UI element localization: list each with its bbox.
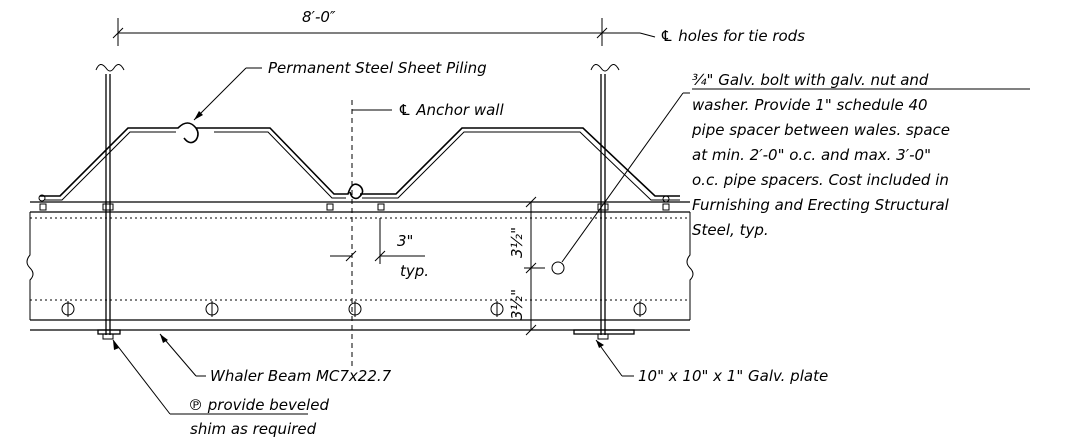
bolt-note-line-5: o.c. pipe spacers. Cost included in: [692, 171, 949, 189]
bolt-note-line-1: ¾" Galv. bolt with galv. nut and: [692, 71, 929, 89]
overall-dimension-label: 8′-0″: [302, 8, 336, 26]
bolt-callout: ¾" Galv. bolt with galv. nut and washer.…: [551, 71, 1030, 275]
bearing-plates: [97, 329, 635, 340]
anchor-wall-centerline: ℄ Anchor wall: [351, 100, 504, 370]
beam-flange-dotted-lines: [30, 217, 690, 301]
shim-callout: ℗ provide beveled shim as required: [112, 339, 329, 438]
shim-label-line-2: shim as required: [190, 420, 317, 438]
upper-beam-bolts: [39, 203, 670, 211]
sheet-piling-label: Permanent Steel Sheet Piling: [268, 59, 487, 77]
tie-rod-left: [95, 64, 125, 335]
upper-spacing-dimension: 3½": [508, 227, 526, 258]
tie-rod-right: [590, 64, 620, 335]
offset-dimension-suffix: typ.: [400, 262, 429, 280]
shim-label-line-1: ℗ provide beveled: [188, 396, 329, 414]
sheet-piling: [38, 122, 680, 203]
whaler-beam-callout: Whaler Beam MC7x22.7: [159, 333, 392, 385]
tie-rod-centerline-label: ℄ holes for tie rods: [660, 27, 805, 45]
offset-dimension: 3" typ.: [330, 218, 429, 280]
whaler-beam-label: Whaler Beam MC7x22.7: [210, 367, 392, 385]
bolt-note-line-4: at min. 2′-0" o.c. and max. 3′-0": [692, 146, 931, 164]
overall-dimension: 8′-0″: [112, 8, 608, 46]
bolt-note-line-7: Steel, typ.: [692, 221, 769, 239]
offset-dimension-value: 3": [397, 232, 413, 250]
lower-spacing-dimension: 3½": [508, 289, 526, 320]
upper-whaler-beam: [30, 201, 690, 213]
sheet-piling-callout: Permanent Steel Sheet Piling: [193, 59, 487, 121]
plate-label: 10" x 10" x 1" Galv. plate: [638, 367, 828, 385]
tie-rod-centerline-callout: ℄ holes for tie rods: [602, 27, 805, 45]
bolt-note-line-6: Furnishing and Erecting Structural: [692, 196, 950, 214]
plate-callout: 10" x 10" x 1" Galv. plate: [595, 339, 828, 385]
beam-break-marks: [26, 212, 694, 320]
bolt-note-line-2: washer. Provide 1" schedule 40: [692, 96, 928, 114]
pipe-spacer-holes: [61, 301, 647, 317]
vertical-spacing-dimensions: 3½" 3½": [508, 196, 545, 336]
bolt-note-line-3: pipe spacer between wales. space: [691, 121, 950, 139]
anchor-wall-centerline-label: ℄ Anchor wall: [398, 101, 504, 119]
lower-whaler-beam: [30, 319, 690, 331]
